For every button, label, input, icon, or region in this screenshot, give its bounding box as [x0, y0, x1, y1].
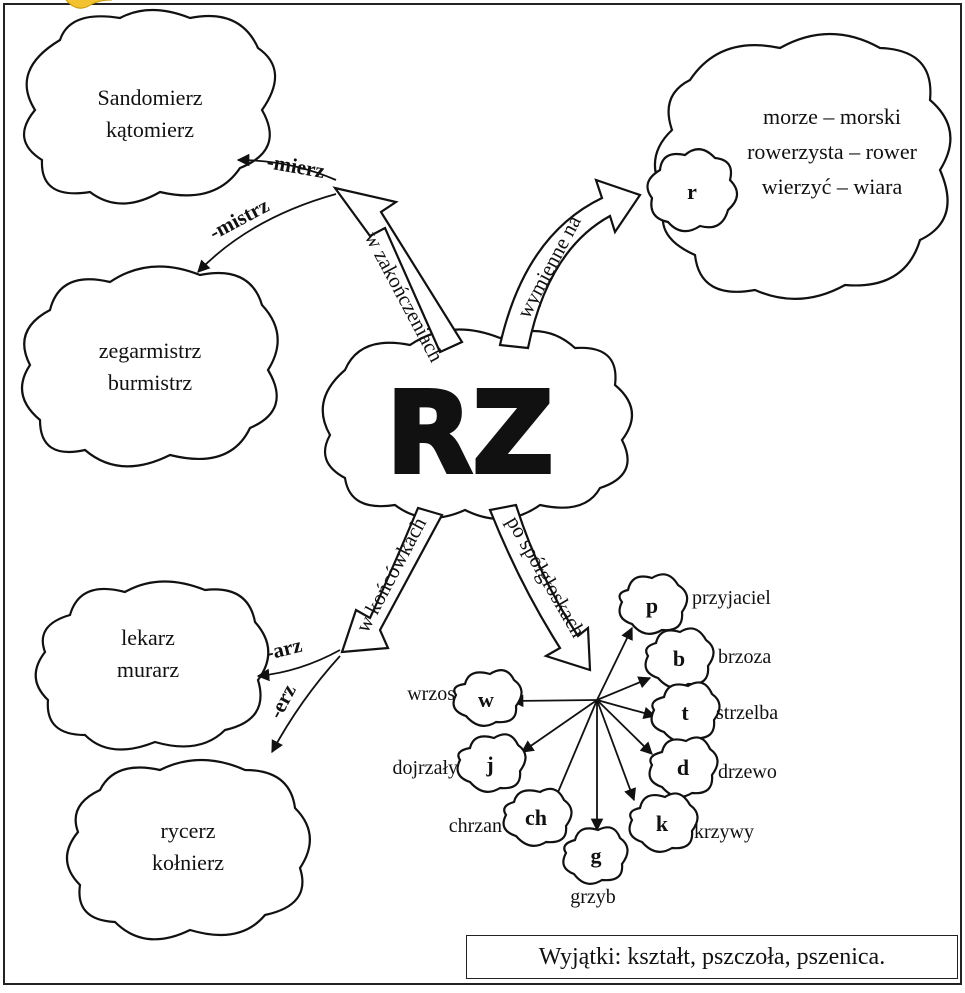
word-lekarz: lekarz — [121, 625, 175, 650]
word-zegarmistrz: zegarmistrz — [99, 338, 202, 363]
letter-cloud-t: t — [650, 681, 721, 743]
word-dojrzaly: dojrzały — [392, 757, 458, 779]
word-brzoza: brzoza — [718, 646, 771, 668]
word-rycerz: rycerz — [161, 818, 216, 843]
letter-d: d — [677, 755, 689, 780]
letter-ch: ch — [525, 805, 547, 830]
center-title: RZ — [384, 367, 555, 501]
letter-j: j — [485, 752, 493, 777]
letter-b: b — [673, 646, 685, 671]
ray-w — [510, 694, 598, 708]
word-strzelba: strzelba — [716, 702, 778, 724]
letter-r: r — [687, 179, 697, 204]
arrow-endings — [332, 186, 464, 354]
letter-t: t — [681, 700, 689, 725]
exceptions-box: Wyjątki: kształt, pszczoła, pszenica. — [466, 935, 958, 979]
letter-cloud-j: j — [456, 733, 527, 793]
word-drzewo: drzewo — [718, 761, 777, 783]
cloud-letter-r — [646, 148, 739, 233]
letter-g: g — [591, 843, 602, 868]
letter-w: w — [478, 687, 494, 712]
pair-rowerzysta: rowerzysta – rower — [747, 139, 917, 164]
ray-k — [596, 699, 636, 802]
rz-title: RZ — [386, 369, 553, 499]
pair-morze: morze – morski — [763, 104, 901, 129]
word-przyjaciel: przyjaciel — [692, 587, 771, 609]
consonant-burst — [510, 626, 657, 832]
word-krzywy: krzywy — [694, 821, 754, 843]
center-cloud — [321, 328, 634, 520]
pair-wierzyc: wierzyć – wiara — [762, 174, 903, 199]
arrow-consonants — [488, 503, 592, 672]
letter-cloud-d: d — [648, 736, 719, 798]
ray-b — [596, 676, 652, 701]
ray-ch — [551, 699, 598, 806]
arrow-exchange — [498, 178, 642, 350]
word-wrzos: wrzos — [407, 683, 455, 705]
arrow-to-erz — [271, 655, 341, 754]
cloud-mistrz — [20, 265, 279, 468]
ray-d — [596, 699, 653, 755]
word-burmistrz: burmistrz — [108, 370, 193, 395]
word-murarz: murarz — [117, 657, 180, 682]
letter-cloud-ch: ch — [502, 787, 573, 847]
letter-cloud-k: k — [628, 792, 699, 853]
word-kolnierz: kołnierz — [152, 850, 224, 875]
word-katomierz: kątomierz — [106, 117, 194, 142]
arrow-to-mistrz — [197, 193, 337, 273]
cloud-erz — [65, 758, 311, 941]
word-sandomierz: Sandomierz — [97, 85, 202, 110]
ray-j — [520, 699, 598, 753]
letter-cloud-w: w — [452, 669, 523, 727]
cloud-mierz — [22, 8, 277, 205]
word-grzyb: grzyb — [570, 886, 616, 908]
arrow-to-mierz — [236, 153, 337, 181]
ray-t — [596, 699, 657, 720]
arrow-word-endings — [340, 506, 444, 654]
logo-fragment — [65, 0, 113, 9]
letter-k: k — [656, 811, 669, 836]
ray-p — [596, 626, 633, 701]
arrow-to-arz — [256, 649, 341, 682]
letter-cloud-p: p — [618, 573, 689, 635]
cloud-arz — [34, 580, 270, 751]
letter-cloud-g: g — [562, 826, 629, 885]
word-chrzan: chrzan — [449, 815, 502, 837]
letter-cloud-b: b — [644, 627, 715, 689]
letter-p: p — [646, 593, 658, 618]
